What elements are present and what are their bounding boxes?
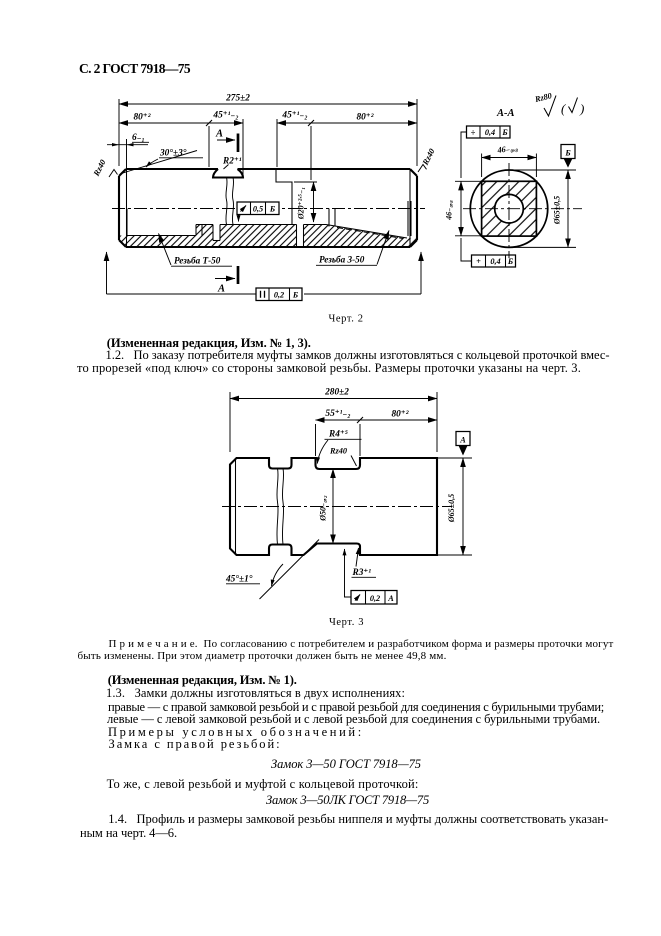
fig2-runout-value: 0,5 <box>253 204 263 213</box>
section-aa-hatch <box>481 181 537 237</box>
para-1-4-line-2: ным на черт. 4—6. <box>80 825 177 840</box>
figure-2-drawing: 275±2 80⁺² 45⁺¹₋₂ 45⁺¹₋₂ 80⁺² 6₋₁ 30°±3°… <box>91 91 584 325</box>
para-1-3-line-6: То же, с левой резьбой и муфтой с кольце… <box>106 776 419 791</box>
para-1-3-line-4: П р и м е р ы у с л о в н ы х о б о з н … <box>108 724 361 739</box>
fig3-groove-dia: Ø50₋₀,₂ <box>319 495 328 522</box>
fig3-angle-45: 45°±1° <box>225 539 320 600</box>
fig2-rz40-left-mark: Rz40 <box>91 158 118 178</box>
fig2-thread-left-text: Резьба Т-50 <box>174 255 221 265</box>
fig2-dim-45-left: 45⁺¹₋₂ <box>212 111 238 121</box>
section-aa-46-top: 46₋₀,₈ <box>496 143 519 155</box>
para-1-3-line-3: левые — с левой замковой резьбой и с лев… <box>107 712 600 727</box>
fig2-section-mark-top: А <box>215 129 240 152</box>
section-aa: А-А Rz80 ( ) ÷ 0,4 Б + 0,4 <box>445 91 584 268</box>
fig2-dim-80-right: 80⁺² <box>357 113 374 123</box>
fig2-angle-30: 30°±3° <box>159 148 187 159</box>
fig3-dimensions: 280±2 55⁺¹₋₂ 80⁺² R4⁺⁵ Rz40 Ø50₋₀,₂ Ø65±… <box>225 388 472 605</box>
section-aa-datum-letter: Б <box>564 149 571 158</box>
para-1-4-line-1: 1.4. Профиль и размеры замковой резьбы н… <box>108 811 609 826</box>
para-1-2-line-2: то прорезей «под ключ» со стороны замков… <box>77 360 581 375</box>
note-line-1: П р и м е ч а н и е. По согласованию с п… <box>108 638 614 650</box>
fig3-body-outline <box>222 456 452 557</box>
section-aa-title: А-А <box>496 108 515 119</box>
fig3-runout-datum: А <box>387 594 394 603</box>
para-1-3-line-5: Замка с правой резьбой: <box>108 737 282 752</box>
fig3-dim-55: 55⁺¹₋₂ <box>325 409 350 419</box>
section-aa-frame-top: ÷ 0,4 Б <box>465 125 511 139</box>
fig2-parallelism-frame: 0,2 Б <box>103 251 424 302</box>
section-aa-frame-top-datum: Б <box>501 128 508 137</box>
fig2-dim-45-right: 45⁺¹₋₂ <box>281 111 307 121</box>
fig3-r3-label: R3⁺¹ <box>351 547 376 578</box>
fig3-outer-dia: Ø65±0,5 <box>447 494 456 523</box>
section-aa-d65: Ø65±0,5 <box>553 196 562 225</box>
designation-1: Замок 3—50 ГОСТ 7918—75 <box>271 756 421 771</box>
fig2-parallel-value: 0,2 <box>274 290 284 299</box>
section-aa-intersect-symbol: + <box>476 257 481 266</box>
page-header: С. 2 ГОСТ 7918—75 <box>79 61 191 76</box>
fig2-thread-label-left: Резьба Т-50 <box>158 233 232 267</box>
fig2-section-letter-top: А <box>215 129 223 140</box>
fig3-dim-80: 80⁺² <box>392 410 409 420</box>
fig3-dim-280: 280±2 <box>324 388 349 398</box>
section-aa-symmetry-symbol: ÷ <box>471 129 476 138</box>
section-aa-surface-finish: Rz80 ( ) <box>533 91 584 118</box>
fig2-hatch-areas <box>119 224 417 247</box>
fig3-datum-letter: А <box>459 436 466 445</box>
fig2-bore-dia: Ø20⁺²·⁵₋₁ <box>297 187 306 220</box>
section-aa-frame-bottom-datum: Б <box>507 257 514 266</box>
figure-3-drawing: 280±2 55⁺¹₋₂ 80⁺² R4⁺⁵ Rz40 Ø50₋₀,₂ Ø65±… <box>222 388 472 628</box>
paren-open: ( <box>561 101 566 116</box>
section-aa-46-left: 46₋₀,₈ <box>445 200 454 221</box>
fig2-dim-6: 6₋₁ <box>132 133 145 143</box>
fig3-runout-frame: 0,2 А <box>342 548 398 605</box>
paren-close: ) <box>579 101 584 116</box>
section-aa-frame-bottom-value: 0,4 <box>490 257 500 266</box>
fig3-rz40: Rz40 <box>329 447 347 456</box>
fig2-parallel-datum: Б <box>292 290 299 299</box>
fig2-dim-80-left: 80⁺² <box>134 113 151 123</box>
fig2-section-letter-bottom: А <box>217 284 225 295</box>
fig2-radius-r2: R2⁺¹ <box>222 157 242 167</box>
section-aa-rz80: Rz80 <box>533 91 553 104</box>
fig2-dim-275: 275±2 <box>225 94 250 104</box>
fig3-r4-label: R4⁺⁵ <box>316 430 362 464</box>
designation-2: Замок 3—50ЛК ГОСТ 7918—75 <box>266 792 429 807</box>
fig2-runout-frame: 0,5 Б <box>236 201 280 222</box>
section-aa-frame-top-value: 0,4 <box>485 128 495 137</box>
section-aa-datum-flag: Б <box>560 143 576 168</box>
fig2-caption: Черт. 2 <box>329 314 364 325</box>
fig2-rz40-right-mark: Rz40 <box>417 147 437 173</box>
fig2-thread-right-text: Резьба 3-50 <box>319 255 365 265</box>
fig2-dimensions: 275±2 80⁺² 45⁺¹₋₂ 45⁺¹₋₂ 80⁺² 6₋₁ 30°±3°… <box>91 94 437 302</box>
fig3-runout-value: 0,2 <box>370 594 380 603</box>
fig3-datum-flag: А <box>455 430 471 456</box>
para-1-3-line-1: 1.3. Замки должны изготовляться в двух и… <box>106 686 405 700</box>
fig2-runout-datum: Б <box>269 204 276 213</box>
fig3-radius-r3: R3⁺¹ <box>352 568 372 578</box>
fig3-angle-45-text: 45°±1° <box>225 574 253 585</box>
amendment-note-1: (Измененная редакция, Изм. № 1, 3). <box>106 335 311 350</box>
fig2-thread-label-right: Резьба 3-50 <box>316 230 390 266</box>
fig3-caption: Черт. 3 <box>329 617 364 628</box>
fig2-section-mark-bottom: А <box>215 266 240 295</box>
amendment-note-2: (Измененная редакция, Изм. № 1). <box>107 672 297 687</box>
fig2-rz40-left: Rz40 <box>91 158 107 178</box>
note-line-2: быть изменены. При этом диаметр проточки… <box>77 649 447 662</box>
fig3-rz40-label: Rz40 <box>329 447 357 467</box>
para-1-3-line-2: правые — с правой замковой резьбой и с п… <box>108 699 604 714</box>
para-1-2-line-1: 1.2. По заказу потребителя муфты замков … <box>105 348 610 363</box>
fig3-radius-r4: R4⁺⁵ <box>328 430 348 440</box>
